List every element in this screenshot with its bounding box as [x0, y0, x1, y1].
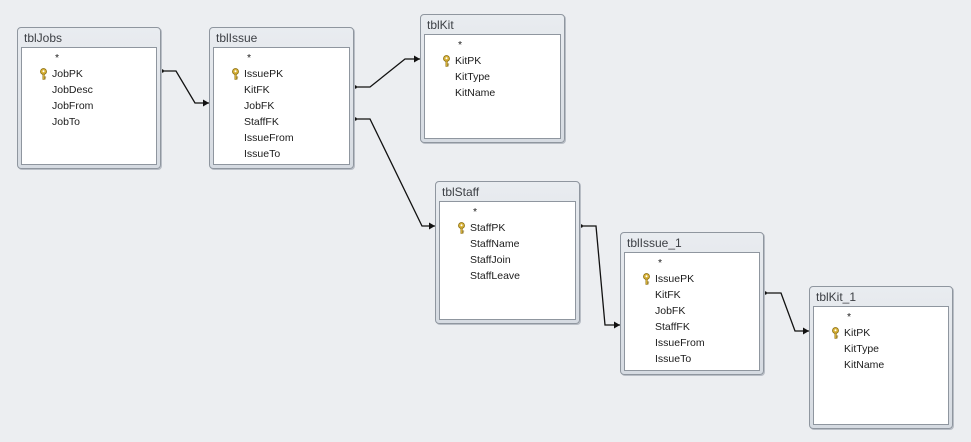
field-name: JobFK	[244, 100, 275, 112]
field-row[interactable]: JobFrom	[22, 98, 156, 114]
field-name: StaffPK	[470, 222, 506, 234]
field-row[interactable]: JobDesc	[22, 82, 156, 98]
field-row[interactable]: JobTo	[22, 114, 156, 130]
field-name: KitFK	[655, 289, 681, 301]
join-jobs-issue[interactable]	[160, 69, 209, 107]
field-name: StaffName	[470, 238, 520, 250]
field-row[interactable]: StaffName	[440, 236, 575, 252]
table-title[interactable]: tblJobs	[24, 31, 63, 45]
table-title[interactable]: tblKit	[427, 18, 454, 32]
field-row[interactable]: KitPK	[425, 53, 560, 69]
field-all-columns[interactable]: *	[440, 204, 575, 220]
field-name: IssueTo	[655, 353, 692, 365]
field-row[interactable]: KitName	[814, 357, 948, 373]
table-title[interactable]: tblStaff	[442, 185, 480, 199]
field-name: IssueFrom	[244, 132, 294, 144]
field-name: KitType	[455, 71, 491, 83]
field-row[interactable]: StaffFK	[214, 114, 349, 130]
field-name: KitName	[455, 87, 496, 99]
field-name: *	[473, 206, 478, 218]
key-icon	[643, 273, 650, 285]
field-row[interactable]: IssueTo	[214, 146, 349, 162]
field-name: JobDesc	[52, 84, 93, 96]
field-all-columns[interactable]: *	[22, 50, 156, 66]
table-tblissue-1[interactable]: tblIssue_1 * IssuePK KitFK JobFK StaffFK Issu…	[620, 232, 764, 375]
field-row[interactable]: KitType	[425, 69, 560, 85]
field-name: IssueTo	[244, 148, 281, 160]
field-name: *	[847, 311, 852, 323]
key-icon	[832, 327, 839, 339]
table-title[interactable]: tblIssue	[216, 31, 258, 45]
field-row[interactable]: IssueFrom	[214, 130, 349, 146]
table-tblissue[interactable]: tblIssue * IssuePK KitFK JobFK StaffFK IssueF…	[209, 27, 354, 169]
field-name: StaffJoin	[470, 254, 511, 266]
field-name: IssuePK	[244, 68, 284, 80]
join-issue1-kit1[interactable]	[763, 291, 809, 335]
field-all-columns[interactable]: *	[214, 50, 349, 66]
field-name: KitPK	[844, 327, 871, 339]
field-name: IssueFrom	[655, 337, 705, 349]
field-all-columns[interactable]: *	[625, 255, 759, 271]
field-name: JobTo	[52, 116, 81, 128]
field-row[interactable]: StaffFK	[625, 319, 759, 335]
field-row[interactable]: StaffJoin	[440, 252, 575, 268]
join-issue-kit[interactable]	[353, 55, 420, 89]
field-row[interactable]: KitName	[425, 85, 560, 101]
field-name: StaffLeave	[470, 270, 521, 282]
field-name: *	[458, 39, 463, 51]
field-row[interactable]: IssuePK	[214, 66, 349, 82]
field-name: KitPK	[455, 55, 482, 67]
field-name: IssuePK	[655, 273, 695, 285]
join-staff-issue1[interactable]	[579, 224, 620, 329]
field-row[interactable]: KitFK	[625, 287, 759, 303]
field-row[interactable]: KitPK	[814, 325, 948, 341]
table-title[interactable]: tblIssue_1	[627, 236, 682, 250]
field-name: JobPK	[52, 68, 83, 80]
field-row[interactable]: JobPK	[22, 66, 156, 82]
key-icon	[458, 222, 465, 234]
field-name: StaffFK	[244, 116, 279, 128]
field-row[interactable]: JobFK	[214, 98, 349, 114]
field-row[interactable]: IssueFrom	[625, 335, 759, 351]
field-row[interactable]: JobFK	[625, 303, 759, 319]
field-name: JobFrom	[52, 100, 94, 112]
field-name: *	[55, 52, 60, 64]
key-icon	[443, 55, 450, 67]
field-name: KitType	[844, 343, 880, 355]
key-icon	[232, 68, 239, 80]
field-row[interactable]: KitFK	[214, 82, 349, 98]
field-all-columns[interactable]: *	[814, 309, 948, 325]
field-row[interactable]: StaffLeave	[440, 268, 575, 284]
field-row[interactable]: KitType	[814, 341, 948, 357]
field-name: *	[247, 52, 252, 64]
field-name: *	[658, 257, 663, 269]
field-all-columns[interactable]: *	[425, 37, 560, 53]
field-name: KitName	[844, 359, 885, 371]
field-name: JobFK	[655, 305, 686, 317]
field-row[interactable]: IssuePK	[625, 271, 759, 287]
field-name: StaffFK	[655, 321, 690, 333]
field-row[interactable]: IssueTo	[625, 351, 759, 367]
field-row[interactable]: StaffPK	[440, 220, 575, 236]
table-title[interactable]: tblKit_1	[816, 290, 857, 304]
field-name: KitFK	[244, 84, 270, 96]
key-icon	[40, 68, 47, 80]
